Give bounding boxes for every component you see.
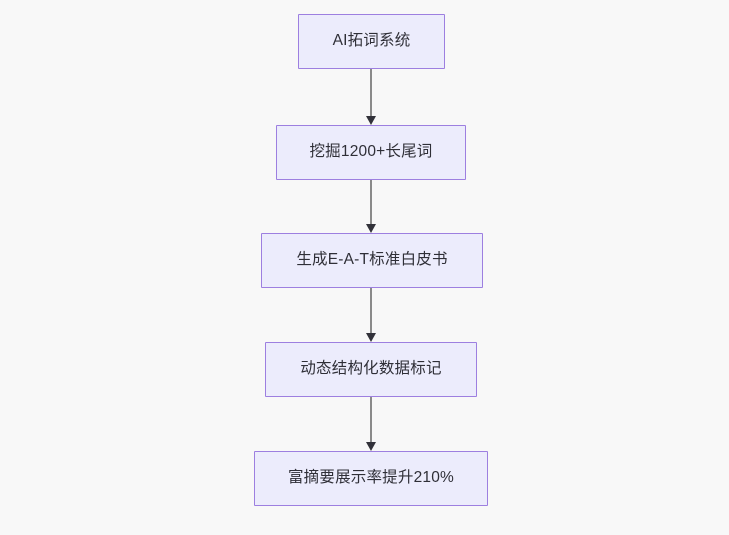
arrowhead-icon: [365, 224, 376, 233]
flow-node-mine-longtail-keywords[interactable]: 挖掘1200+长尾词: [276, 125, 466, 180]
flow-node-generate-eat-whitepaper[interactable]: 生成E-A-T标准白皮书: [261, 233, 483, 288]
edge-line: [370, 288, 372, 333]
arrowhead-icon: [365, 116, 376, 125]
edge-line: [370, 397, 372, 442]
flow-node-rich-snippet-impression-lift[interactable]: 富摘要展示率提升210%: [254, 451, 488, 506]
flow-node-label: 动态结构化数据标记: [300, 360, 442, 378]
flow-node-label: 富摘要展示率提升210%: [287, 469, 455, 487]
flow-node-label: 挖掘1200+长尾词: [309, 143, 433, 161]
arrowhead-icon: [365, 442, 376, 451]
flow-node-label: AI拓词系统: [332, 32, 411, 50]
flow-node-dynamic-structured-data-markup[interactable]: 动态结构化数据标记: [265, 342, 477, 397]
flow-node-ai-keyword-system[interactable]: AI拓词系统: [298, 14, 445, 69]
edge-line: [370, 180, 372, 224]
arrowhead-icon: [365, 333, 376, 342]
flow-node-label: 生成E-A-T标准白皮书: [296, 251, 448, 269]
edge-line: [370, 69, 372, 116]
